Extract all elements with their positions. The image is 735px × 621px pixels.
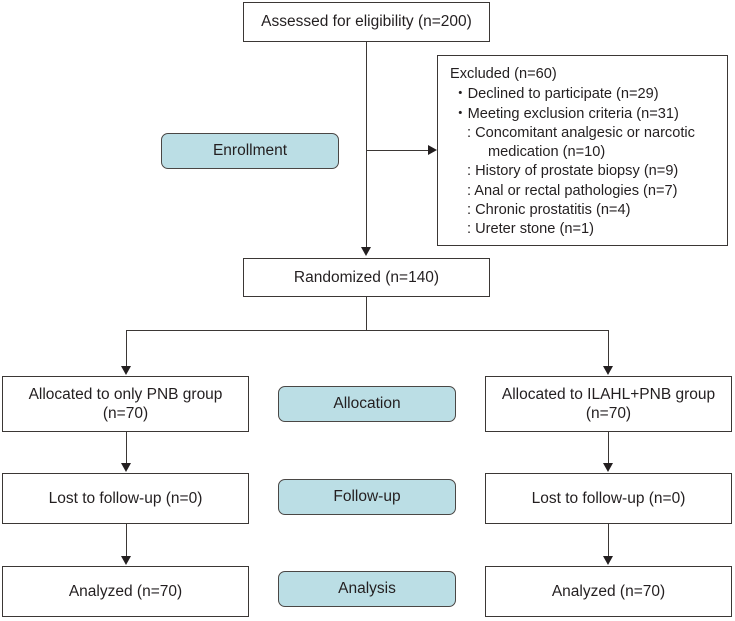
excluded-line-4: medication (n=10) bbox=[488, 144, 606, 160]
excluded-line-1: ・Declined to participate (n=29) bbox=[453, 86, 659, 103]
stage-label-allocation: Allocation bbox=[278, 386, 456, 422]
excluded-title: Excluded (n=60) bbox=[450, 66, 557, 82]
connector-assessed-to-randomized bbox=[366, 42, 367, 254]
connector-split-left bbox=[126, 330, 127, 368]
connector-left-alloc-to-lost bbox=[126, 432, 127, 466]
node-lost-right: Lost to follow-up (n=0) bbox=[485, 473, 732, 524]
connector-right-lost-to-analyzed bbox=[608, 524, 609, 558]
node-randomized: Randomized (n=140) bbox=[243, 258, 490, 297]
connector-right-alloc-to-lost bbox=[608, 432, 609, 466]
connector-randomized-down bbox=[366, 297, 367, 330]
arrowhead-excluded bbox=[428, 145, 437, 155]
arrowhead-lost-left bbox=[121, 463, 131, 472]
connector-split-horizontal bbox=[126, 330, 609, 331]
stage-label-analysis: Analysis bbox=[278, 571, 456, 607]
node-analyzed-left: Analyzed (n=70) bbox=[2, 566, 249, 617]
connector-left-lost-to-analyzed bbox=[126, 524, 127, 558]
excluded-line-8: : Ureter stone (n=1) bbox=[467, 221, 594, 237]
excluded-line-3: : Concomitant analgesic or narcotic bbox=[467, 124, 695, 141]
arrowhead-analyzed-left bbox=[121, 556, 131, 565]
stage-label-followup: Follow-up bbox=[278, 479, 456, 515]
excluded-line-6: : Anal or rectal pathologies (n=7) bbox=[467, 182, 678, 199]
arrowhead-randomized bbox=[361, 247, 371, 256]
node-lost-left: Lost to follow-up (n=0) bbox=[2, 473, 249, 524]
arrowhead-lost-right bbox=[603, 463, 613, 472]
node-allocated-right: Allocated to ILAHL+PNB group (n=70) bbox=[485, 376, 732, 432]
node-allocated-left: Allocated to only PNB group (n=70) bbox=[2, 376, 249, 432]
node-excluded: Excluded (n=60) ・Declined to participate… bbox=[437, 55, 728, 246]
arrowhead-allocated-right bbox=[603, 366, 613, 375]
excluded-line-5: : History of prostate biopsy (n=9) bbox=[467, 163, 679, 180]
excluded-line-2: ・Meeting exclusion criteria (n=31) bbox=[453, 105, 679, 122]
connector-to-excluded bbox=[366, 150, 430, 151]
arrowhead-analyzed-right bbox=[603, 556, 613, 565]
stage-label-enrollment: Enrollment bbox=[161, 133, 339, 169]
excluded-line-7: : Chronic prostatitis (n=4) bbox=[467, 201, 631, 218]
node-assessed-for-eligibility: Assessed for eligibility (n=200) bbox=[243, 2, 490, 42]
arrowhead-allocated-left bbox=[121, 366, 131, 375]
node-analyzed-right: Analyzed (n=70) bbox=[485, 566, 732, 617]
connector-split-right bbox=[608, 330, 609, 368]
